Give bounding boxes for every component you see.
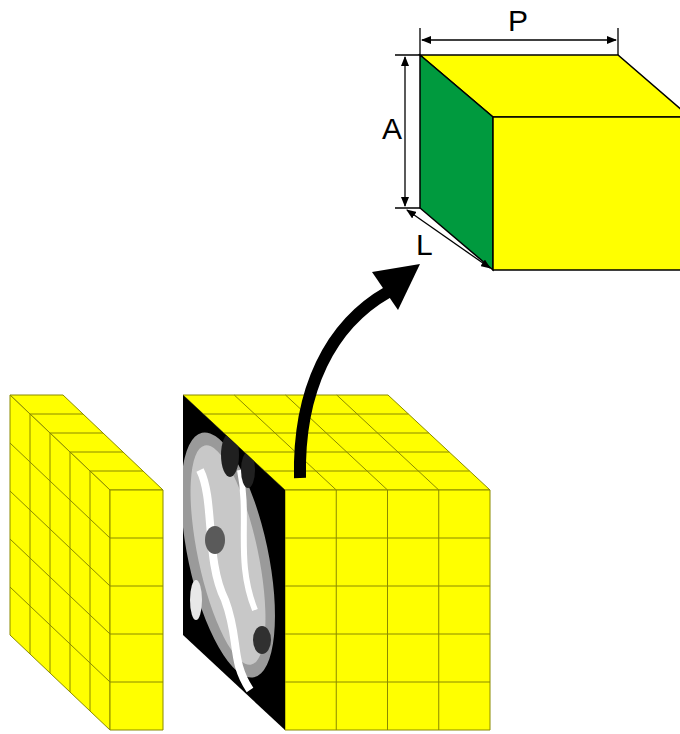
dimension-label: A — [382, 112, 402, 146]
ct-slice — [163, 395, 293, 730]
dimension-lines — [395, 28, 618, 268]
dimension-label: P — [508, 4, 528, 38]
single-voxel — [420, 55, 680, 270]
voxel-slab — [10, 395, 163, 730]
curved-arrow — [300, 264, 420, 478]
dimension-label: L — [416, 228, 433, 262]
